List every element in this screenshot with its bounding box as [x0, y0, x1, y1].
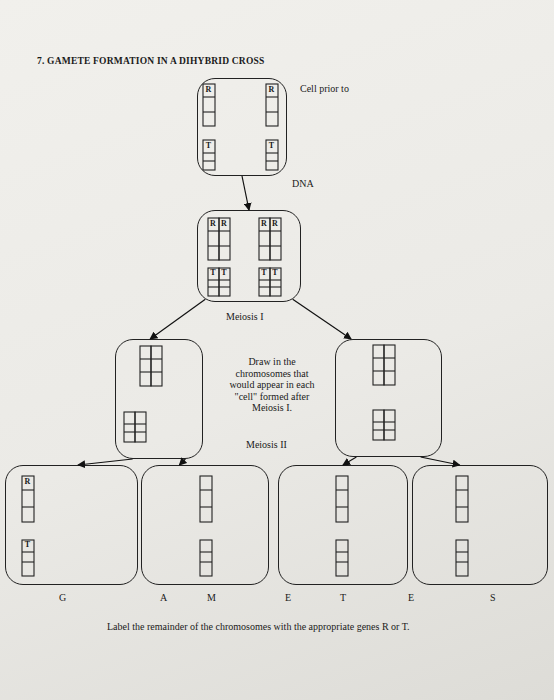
gene-letter: R	[261, 220, 267, 228]
cell-outline	[278, 465, 408, 585]
cell-outline: RT	[5, 465, 138, 585]
gene-letter: R	[210, 220, 216, 228]
gene-letter: T	[272, 269, 277, 277]
worksheet-title: 7. GAMETE FORMATION IN A DIHYBRID CROSS	[37, 56, 264, 66]
worksheet-text: S	[490, 592, 496, 604]
gene-letter: T	[221, 269, 226, 277]
worksheet-text: T	[340, 592, 346, 604]
cell-outline	[335, 339, 442, 457]
cell-outline	[141, 465, 269, 585]
arrow-connector	[343, 457, 356, 465]
worksheet-text: DNA	[292, 178, 314, 190]
cell-outline: RRRRTTTT	[197, 210, 301, 302]
gene-letter: R	[272, 220, 278, 228]
gene-letter: R	[221, 220, 227, 228]
gene-letter: T	[269, 142, 274, 150]
gene-letter: R	[206, 86, 212, 94]
worksheet-text: G	[59, 592, 66, 604]
worksheet-text: Label the remainder of the chromosomes w…	[107, 621, 410, 633]
gene-letter: T	[206, 142, 211, 150]
worksheet-text: M	[207, 592, 216, 604]
arrow-connector	[150, 299, 205, 339]
worksheet-text: Meiosis I	[226, 311, 264, 323]
gene-letter: T	[210, 269, 215, 277]
arrow-connector	[421, 457, 460, 465]
cell-outline: R R T T	[197, 78, 287, 176]
arrow-connector	[242, 176, 249, 210]
cell-outline	[412, 465, 548, 585]
worksheet-text: E	[408, 592, 414, 604]
gene-letter: R	[269, 86, 275, 94]
gene-letter: T	[25, 541, 30, 549]
worksheet-text: Meiosis II	[246, 439, 287, 451]
worksheet-text: E	[285, 592, 291, 604]
cell-outline	[115, 339, 203, 459]
arrow-connector	[293, 299, 351, 339]
gene-letter: R	[25, 478, 31, 486]
worksheet-text: Draw in the chromosomes that would appea…	[222, 356, 322, 414]
gene-letter: T	[261, 269, 266, 277]
worksheet-text: A	[160, 592, 167, 604]
worksheet-text: Cell prior to	[300, 83, 349, 95]
